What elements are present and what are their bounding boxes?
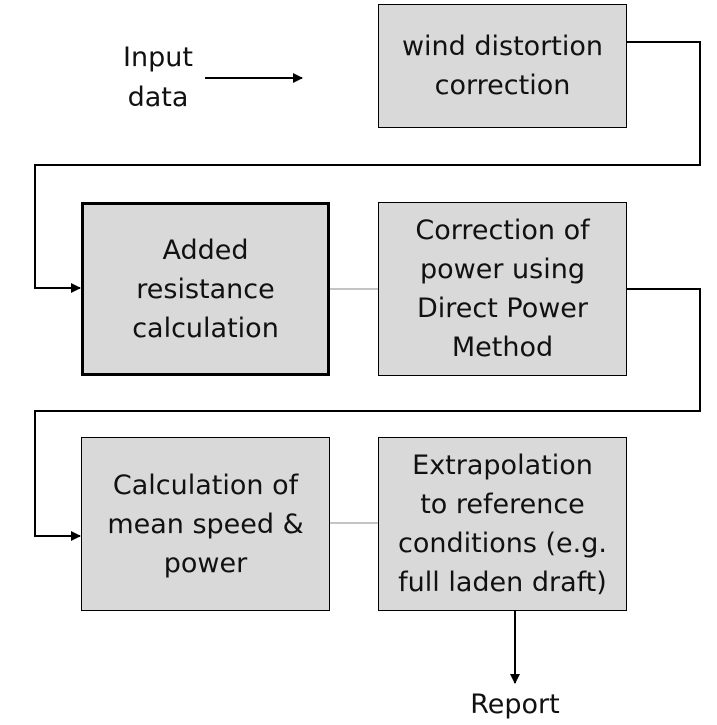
box-text-line: Calculation of — [112, 469, 299, 501]
box-text-line: resistance — [136, 273, 275, 305]
box-text-line: Direct Power — [416, 293, 589, 324]
input-label-line2: data — [127, 82, 189, 113]
box-text-line: conditions (e.g. — [398, 528, 607, 559]
box-text-line: mean speed & — [107, 508, 304, 540]
connector-direct-power-to-mean-speed — [34, 288, 701, 541]
mean-speed-power-box: Calculation of mean speed & power — [81, 437, 330, 611]
box-text-line: Method — [451, 332, 554, 363]
box-text-line: power — [163, 547, 248, 579]
extrapolation-box: Extrapolation to reference conditions (e… — [378, 437, 627, 611]
box-text-line: power using — [420, 254, 585, 285]
box-text-line: Correction of — [415, 215, 590, 246]
box-text-line: wind distortion — [401, 31, 604, 62]
report-label: Report — [470, 689, 560, 720]
box-text-line: full laden draft) — [398, 567, 607, 598]
box-text-line: calculation — [132, 312, 279, 344]
wind-distortion-correction-box: wind distortion correction — [378, 4, 627, 128]
connector-wind-to-added-resistance — [34, 41, 701, 293]
input-label-line1: Input — [123, 42, 193, 73]
box-text-line: Added — [162, 234, 249, 266]
added-resistance-calculation-box: Added resistance calculation — [81, 202, 330, 376]
box-text-line: to reference — [420, 489, 585, 520]
box-text-line: correction — [434, 70, 571, 101]
direct-power-method-box: Correction of power using Direct Power M… — [378, 202, 627, 376]
box-text-line: Extrapolation — [412, 450, 593, 481]
input-data-label: Input data — [108, 38, 208, 118]
